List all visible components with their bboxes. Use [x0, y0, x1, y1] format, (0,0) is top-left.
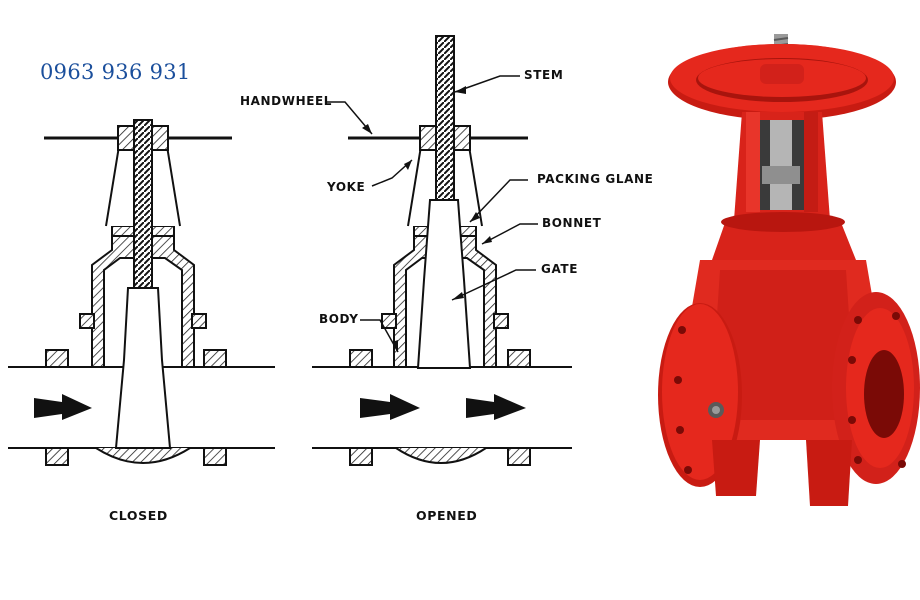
phone-number: 0963 936 931 [40, 60, 191, 84]
label-packing-gland: PACKING GLANE [537, 172, 654, 186]
caption-closed: CLOSED [109, 508, 168, 523]
label-yoke: YOKE [327, 180, 366, 194]
leader-lines [325, 75, 538, 353]
label-bonnet: BONNET [542, 216, 602, 230]
caption-opened: OPENED [416, 508, 478, 523]
closed-valve-drawing [8, 119, 275, 466]
opened-valve-drawing [312, 35, 572, 466]
red-gate-valve-photo [658, 34, 920, 506]
leader-arrowheads [362, 86, 492, 352]
label-handwheel: HANDWHEEL [240, 94, 333, 108]
label-gate: GATE [541, 262, 578, 276]
label-stem: STEM [524, 68, 564, 82]
label-body: BODY [319, 312, 359, 326]
